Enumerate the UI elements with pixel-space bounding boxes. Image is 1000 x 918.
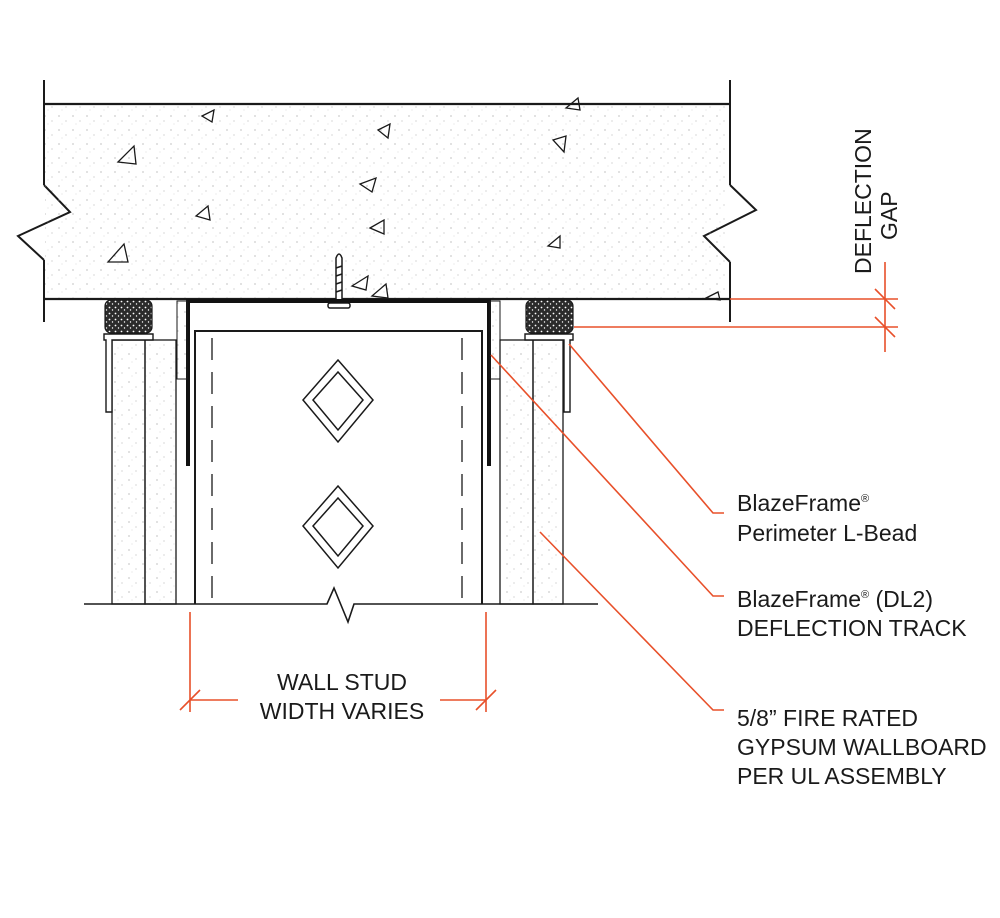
gap-tick-top <box>874 288 896 310</box>
perimeter-bead-mark: ® <box>861 493 869 505</box>
perimeter-l-bead-left <box>103 333 154 413</box>
wallboard-line2: GYPSUM WALLBOARD <box>737 734 987 760</box>
gasket-right <box>525 299 574 334</box>
callout-perimeter-l-bead: BlazeFrame® Perimeter L-Bead <box>737 490 917 546</box>
stud-width-label: WALL STUD WIDTH VARIES <box>260 669 424 724</box>
stud-dim-tick-right <box>475 689 497 711</box>
gasket-left <box>104 299 153 334</box>
perimeter-l-bead-right <box>524 333 574 413</box>
leader-l-bead <box>568 343 724 514</box>
stud-knockout-upper <box>302 358 374 444</box>
steel-stud <box>194 330 483 604</box>
wallboard-line3: PER UL ASSEMBLY <box>737 763 947 789</box>
svg-text:BlazeFrame®: BlazeFrame® <box>737 490 869 516</box>
concrete-slab <box>16 80 758 322</box>
deflection-track-line1: BlazeFrame <box>737 586 861 612</box>
callout-deflection-track: BlazeFrame® (DL2) DEFLECTION TRACK <box>737 586 967 641</box>
gap-tick-bottom <box>874 316 896 338</box>
gypsum-wallboard-left <box>111 339 177 605</box>
stud-dim-tick-left <box>179 689 201 711</box>
stud-knockout-lower <box>302 484 374 570</box>
perimeter-bead-line1: BlazeFrame <box>737 490 861 516</box>
annotation-lines <box>179 262 898 712</box>
gypsum-wallboard-right <box>499 339 564 605</box>
wallboard-line1: 5/8” FIRE RATED <box>737 705 918 731</box>
fastener-pin <box>327 253 351 309</box>
concrete-aggregate <box>106 96 721 301</box>
callout-wallboard: 5/8” FIRE RATED GYPSUM WALLBOARD PER UL … <box>737 705 987 789</box>
svg-text:BlazeFrame® (DL2): BlazeFrame® (DL2) <box>737 586 933 612</box>
stud-width-line1: WALL STUD <box>277 669 407 695</box>
perimeter-bead-line2: Perimeter L-Bead <box>737 520 917 546</box>
leader-deflection-track <box>490 354 724 597</box>
leader-wallboard <box>539 531 724 711</box>
deflection-gap-line2: GAP <box>876 191 902 240</box>
deflection-gap-line1: DEFLECTION <box>850 128 876 274</box>
break-line <box>84 585 598 625</box>
deflection-track-line2: DEFLECTION TRACK <box>737 615 967 641</box>
deflection-gap-label: DEFLECTION GAP <box>850 128 902 274</box>
deflection-track-suffix: (DL2) <box>869 586 933 612</box>
deflection-track-mark: ® <box>861 589 869 601</box>
stud-width-line2: WIDTH VARIES <box>260 698 424 724</box>
